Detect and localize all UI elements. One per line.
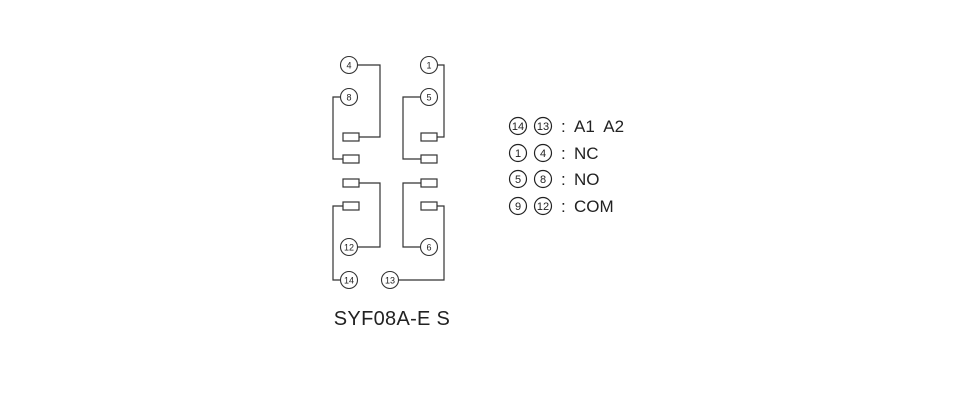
pin-8-label: 8 bbox=[346, 93, 351, 103]
pin-5-label: 5 bbox=[426, 93, 431, 103]
pin-12-label: 12 bbox=[344, 243, 354, 253]
pin-14: 14 bbox=[339, 270, 359, 290]
wire-pin-5 bbox=[402, 96, 421, 160]
legend-no-num-2: 8 bbox=[540, 174, 546, 186]
legend-com-num-2: 12 bbox=[537, 201, 549, 213]
terminal-right-4 bbox=[420, 201, 438, 211]
legend-no-label: NO bbox=[574, 170, 600, 189]
terminal-left-4 bbox=[342, 201, 360, 211]
wiring bbox=[332, 64, 445, 281]
pin-4-label: 4 bbox=[346, 61, 351, 71]
terminal-right-3 bbox=[420, 178, 438, 188]
terminal-right-2 bbox=[420, 154, 438, 164]
legend-no-separator: : bbox=[561, 170, 566, 189]
wire-pin-1 bbox=[437, 64, 445, 138]
terminal-left-2 bbox=[342, 154, 360, 164]
pin-13-label: 13 bbox=[385, 276, 395, 286]
legend-com-separator: : bbox=[561, 197, 566, 216]
legend-row-no: 5 8 : NO bbox=[508, 169, 600, 189]
pin-12: 12 bbox=[339, 237, 359, 257]
model-name: SYF08A-E S bbox=[333, 308, 451, 330]
legend-com-num-1: 9 bbox=[515, 201, 521, 213]
wire-pin-8 bbox=[332, 96, 343, 160]
terminal-right-1 bbox=[420, 132, 438, 142]
legend-coil-label: A1 A2 bbox=[574, 117, 624, 136]
pin-1-label: 1 bbox=[426, 61, 431, 71]
wire-pin-13 bbox=[398, 205, 445, 281]
terminal-left-1 bbox=[342, 132, 360, 142]
legend-nc-num-2: 4 bbox=[540, 148, 546, 160]
legend-com-label: COM bbox=[574, 197, 614, 216]
legend-no-num-1: 5 bbox=[515, 174, 521, 186]
pin-4: 4 bbox=[339, 55, 359, 75]
wire-pin-14 bbox=[332, 205, 343, 281]
legend-nc-num-1: 1 bbox=[515, 148, 521, 160]
wire-pin-12 bbox=[358, 182, 381, 248]
legend-nc-separator: : bbox=[561, 144, 566, 163]
legend-coil-num-1: 14 bbox=[512, 121, 524, 133]
pin-13: 13 bbox=[380, 270, 400, 290]
pin-14-label: 14 bbox=[344, 276, 354, 286]
wire-pin-6 bbox=[402, 182, 421, 248]
pin-6: 6 bbox=[419, 237, 439, 257]
legend-coil-separator: : bbox=[561, 117, 566, 136]
legend-coil-num-2: 13 bbox=[537, 121, 549, 133]
pin-6-label: 6 bbox=[426, 243, 431, 253]
legend-row-coil: 14 13 : A1 A2 bbox=[508, 116, 624, 136]
terminal-left-3 bbox=[342, 178, 360, 188]
pin-8: 8 bbox=[339, 87, 359, 107]
legend: 14 13 : A1 A2 1 4 : NC 5 8 : NO 9 12 bbox=[508, 116, 624, 216]
pin-5: 5 bbox=[419, 87, 439, 107]
pins: 4 1 8 5 12 6 14 13 bbox=[339, 55, 439, 290]
legend-row-com: 9 12 : COM bbox=[508, 196, 614, 216]
legend-row-nc: 1 4 : NC bbox=[508, 143, 599, 163]
pin-1: 1 bbox=[419, 55, 439, 75]
terminals bbox=[342, 132, 438, 211]
wire-pin-4 bbox=[357, 64, 381, 138]
legend-nc-label: NC bbox=[574, 144, 599, 163]
